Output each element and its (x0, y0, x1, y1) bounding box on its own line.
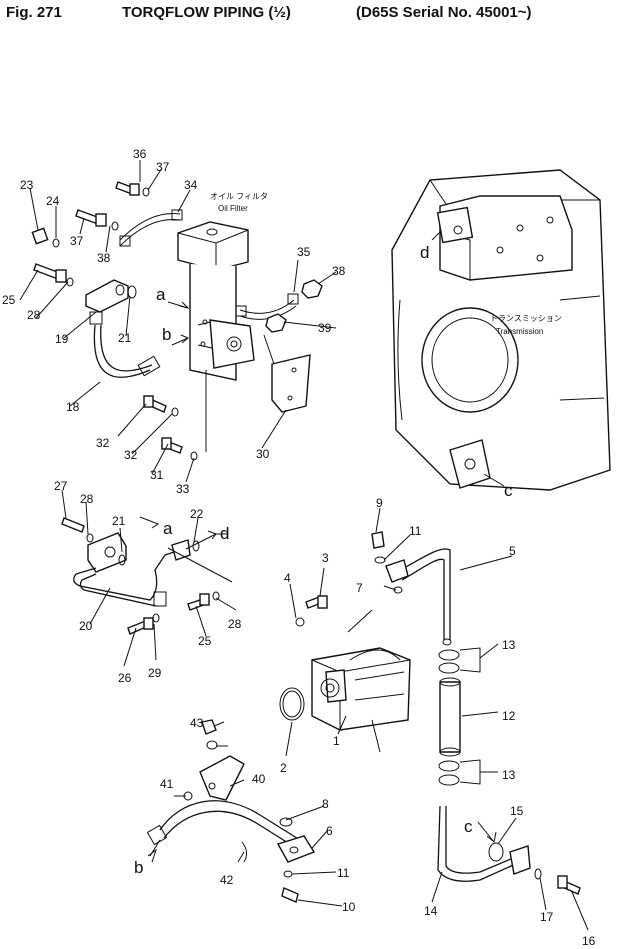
transmission-label-en: Transmission (496, 327, 543, 336)
callout-number: 10 (342, 900, 356, 914)
transmission-housing (391, 169, 611, 491)
callout-number: 15 (510, 804, 524, 818)
callout-number: 11 (337, 866, 350, 880)
callout-number: 37 (156, 160, 170, 174)
callout-number: 6 (326, 824, 333, 838)
callout-number: 18 (66, 400, 80, 414)
callout-number: 11 (409, 524, 422, 538)
transmission-label-jp: トランスミッション (490, 314, 562, 323)
pipe-20-assembly (61, 516, 233, 635)
callout-number: 21 (112, 514, 126, 528)
pipe-18-assembly (85, 279, 161, 378)
leader-lines (19, 160, 589, 931)
callout-number: 37 (70, 234, 84, 248)
connection-letter: a (156, 285, 166, 304)
callout-number: 43 (190, 716, 204, 730)
callout-number: 27 (54, 479, 68, 493)
callout-number: 12 (502, 709, 516, 723)
callout-number: 2 (280, 761, 287, 775)
callout-number: 7 (356, 581, 363, 595)
callout-number: 16 (582, 934, 596, 948)
oil-filter-assembly (119, 209, 311, 413)
callout-number: 34 (184, 178, 198, 192)
figure-title: TORQFLOW PIPING (½) (122, 4, 291, 21)
callout-number: 24 (46, 194, 60, 208)
callout-number: 28 (80, 492, 94, 506)
callout-number: 4 (284, 571, 291, 585)
oil-filter-label-jp: オイル フィルタ (210, 192, 268, 201)
pump-assembly (279, 595, 411, 753)
callout-number: 35 (297, 245, 311, 259)
callout-number: 36 (133, 147, 147, 161)
callout-number: 14 (424, 904, 438, 918)
callout-number: 38 (332, 264, 346, 278)
callout-number: 30 (256, 447, 270, 461)
callout-number: 29 (148, 666, 162, 680)
callout-number: 20 (79, 619, 93, 633)
callout-number: 31 (150, 468, 164, 482)
connection-letter: a (163, 519, 173, 538)
pipe-6-assembly (146, 719, 316, 903)
callout-number: 19 (55, 332, 69, 346)
callout-number: 32 (124, 448, 138, 462)
callout-number: 33 (176, 482, 190, 496)
callout-number: 5 (509, 544, 516, 558)
callout-number: 22 (190, 507, 204, 521)
connection-letter: c (464, 817, 473, 836)
callout-number: 8 (322, 797, 329, 811)
figure-number: Fig. 271 (6, 4, 62, 21)
callout-number: 23 (20, 178, 34, 192)
connection-letter: b (134, 858, 143, 877)
callout-number: 28 (27, 308, 41, 322)
callout-number: 42 (220, 873, 234, 887)
callout-number: 40 (252, 772, 266, 786)
connection-letters: a a b b c c d d (134, 243, 513, 877)
oil-filter-label-en: Oil Filter (218, 204, 248, 213)
callout-number: 1 (333, 734, 340, 748)
callout-number: 17 (540, 910, 554, 924)
callout-number: 13 (502, 638, 516, 652)
callout-number: 25 (2, 293, 16, 307)
callout-number: 41 (160, 777, 174, 791)
connection-letter: d (220, 524, 229, 543)
connection-letter: b (162, 325, 171, 344)
callout-number: 25 (198, 634, 212, 648)
suction-pipes (371, 531, 581, 895)
upper-hardware (31, 181, 323, 461)
callout-number: 3 (322, 551, 329, 565)
connection-letter: d (420, 243, 429, 262)
callout-number: 39 (318, 321, 332, 335)
connection-letter: c (504, 481, 513, 500)
callout-number: 38 (97, 251, 111, 265)
callout-number: 9 (376, 496, 383, 510)
serial-range: (D65S Serial No. 45001~) (356, 4, 532, 21)
callout-numbers: 1 2 3 4 5 6 7 8 9 10 11 11 12 13 13 14 1… (2, 147, 596, 948)
callout-number: 26 (118, 671, 132, 685)
callout-number: 13 (502, 768, 516, 782)
callout-number: 32 (96, 436, 110, 450)
callout-number: 21 (118, 331, 132, 345)
callout-number: 28 (228, 617, 242, 631)
